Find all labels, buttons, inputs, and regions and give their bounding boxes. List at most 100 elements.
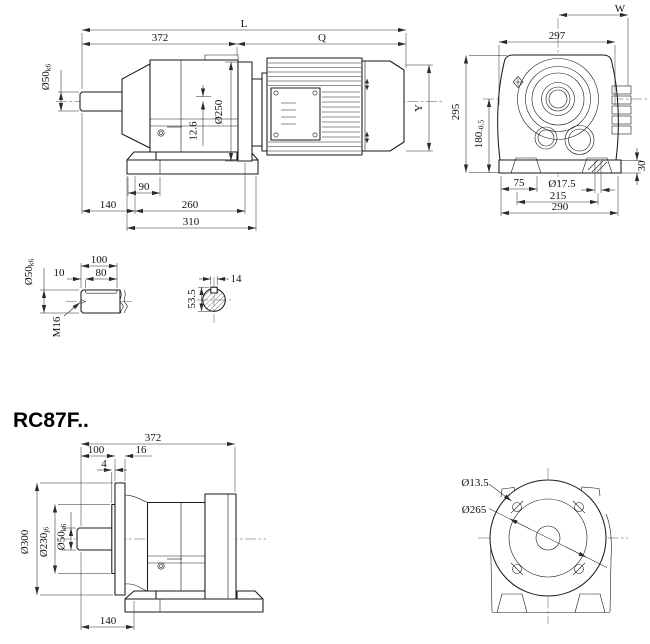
gear-housing	[149, 59, 239, 153]
flange-face-geometry	[489, 479, 612, 613]
motor-geometry	[266, 57, 405, 156]
housing-ribs	[150, 60, 238, 152]
flange-face-dimensions: Ø265 Ø13.5	[461, 477, 608, 568]
dim-label-flange-od: Ø300	[19, 529, 31, 554]
flange-face-view: Ø265 Ø13.5	[461, 468, 628, 624]
dim-label-295: 295	[450, 103, 462, 120]
dim-label-flange-4: 4	[101, 458, 107, 470]
side-view-flange-mounted: 372 100 16 4 Ø300 Ø230j6	[19, 432, 266, 630]
key-section	[210, 286, 218, 294]
dim-label-140: 140	[100, 199, 117, 211]
shaft-section-view: 14 53.5	[186, 273, 242, 323]
center-hole-mark	[80, 299, 87, 304]
keyway-flat	[85, 289, 118, 294]
face-foot-notch-right	[574, 593, 606, 613]
flange-bolt-holes	[510, 500, 586, 576]
housing-top-step	[204, 54, 239, 60]
front-view-dimensions: W 297 295 180-0.5 75	[450, 3, 648, 216]
section-dimensions: 14 53.5	[186, 273, 243, 312]
neck-curve-top	[124, 494, 148, 503]
dim-label-30: 30	[636, 160, 648, 172]
dim-label-L: L	[241, 18, 248, 30]
face-housing-right	[605, 513, 612, 613]
foot-pad-front-left	[510, 157, 542, 174]
dim-label-flange-100: 100	[88, 444, 105, 456]
oil-plug	[157, 129, 165, 137]
flange-unit-geometry	[76, 482, 264, 613]
output-flange-disc	[114, 482, 126, 596]
balance-marks	[364, 79, 370, 143]
dim-label-bolt-hole-dia: Ø13.5	[461, 477, 489, 489]
fan-cover	[361, 60, 405, 152]
dim-label-shaft-detail-dia: Ø50k6	[23, 259, 36, 286]
flange-oil-plug-inner	[159, 564, 163, 568]
dim-label-75: 75	[514, 177, 526, 189]
terminal-plate-slots	[281, 102, 296, 125]
adapter-flange-disc	[237, 61, 253, 162]
dim-label-key-width: 14	[231, 273, 243, 285]
dim-label-key-height: 53.5	[186, 289, 198, 309]
gearbox-geometry	[79, 54, 259, 175]
dim-label-key-offset: 10	[54, 267, 66, 279]
dim-label-215: 215	[550, 190, 567, 202]
flange-oil-plug	[157, 562, 165, 570]
cooling-ribs	[611, 85, 632, 135]
adapter-spacer	[251, 78, 263, 147]
dim-label-thread: M16	[51, 316, 63, 337]
dim-label-260: 260	[182, 199, 199, 211]
face-top-tab-right	[580, 486, 601, 497]
face-top-tab-left	[500, 487, 516, 498]
input-boss-circles	[517, 58, 599, 140]
flange-gear-housing	[146, 501, 206, 592]
flange-housing-ribs	[147, 502, 205, 591]
output-shaft	[79, 91, 123, 112]
flange-foot-pad-left	[124, 590, 157, 600]
motor-fins-side	[322, 91, 360, 138]
foot-pad-left	[126, 151, 157, 161]
dim-label-Y: Y	[413, 104, 425, 112]
foot-plate	[126, 159, 259, 175]
foot-pad-front-right	[581, 157, 613, 174]
dim-label-297: 297	[549, 30, 566, 42]
flange-view-dimensions: 372 100 16 4 Ø300 Ø230j6	[19, 432, 236, 630]
lower-bosses	[534, 125, 595, 155]
dim-label-flange-372: 372	[145, 432, 162, 444]
motor-fins-bottom	[268, 141, 361, 152]
dim-label-shaft-length: 100	[91, 254, 108, 266]
shaft-break-line	[119, 289, 128, 314]
dim-label-bolt-hole: Ø17.5	[548, 178, 576, 190]
terminal-plate	[270, 87, 321, 141]
dim-label-shaft-dia: Ø50k6	[40, 64, 53, 91]
shaft-detail-dimensions: 100 10 80 Ø50k6 M16	[23, 254, 118, 337]
dim-label-180: 180-0.5	[473, 120, 486, 149]
center-bore-circle	[535, 525, 561, 551]
oil-plug-inner	[159, 131, 163, 135]
dim-label-90: 90	[139, 181, 151, 193]
dim-label-W: W	[615, 3, 626, 15]
base-plate	[498, 159, 622, 174]
dim-label-spigot-dia: Ø230j6	[38, 527, 51, 558]
dim-label-flange-140: 140	[100, 615, 117, 627]
side-view-dimensions: L 372 Q Ø50k6 Ø250 12.6	[40, 18, 433, 231]
dim-label-bolt-circle: Ø265	[462, 504, 487, 516]
dim-label-310: 310	[183, 216, 200, 228]
terminal-plate-screws	[273, 90, 318, 138]
side-view-foot-mounted: L 372 Q Ø50k6 Ø250 12.6	[40, 18, 442, 231]
dim-label-372: 372	[152, 32, 169, 44]
face-foot-notch-left	[496, 593, 528, 613]
vent-plug-symbol	[512, 76, 524, 88]
dim-label-key-length: 80	[96, 267, 108, 279]
motor-fins-top	[268, 62, 361, 86]
flange-foot-plate	[124, 598, 264, 613]
spigot-circle	[508, 498, 588, 578]
shaft-detail-view: 100 10 80 Ø50k6 M16	[23, 254, 132, 337]
flange-foot-pad-right	[236, 590, 264, 600]
flange-output-shaft	[76, 527, 116, 551]
input-end-block	[204, 493, 237, 604]
dim-label-290: 290	[552, 201, 569, 213]
front-view-housing: W 297 295 180-0.5 75	[450, 3, 648, 216]
model-title: RC87F..	[13, 409, 89, 432]
neck-curve-bottom	[124, 583, 148, 592]
